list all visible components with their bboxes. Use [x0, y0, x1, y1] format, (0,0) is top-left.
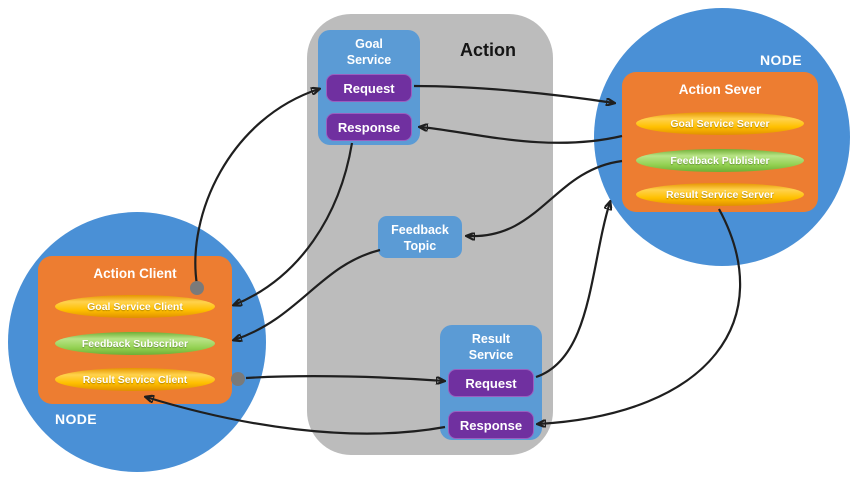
result-service-server-label: Result Service Server — [666, 188, 774, 201]
server-node-label: NODE — [760, 52, 803, 68]
result-request-box: Request — [448, 369, 534, 397]
goal-service-server-label: Goal Service Server — [670, 117, 770, 130]
result-service-title: Result Service — [468, 332, 514, 363]
action-server-box: Action Sever Goal Service Server Feedbac… — [622, 72, 818, 212]
feedback-subscriber-label: Feedback Subscriber — [81, 337, 189, 350]
client-node-label: NODE — [55, 411, 98, 427]
goal-service-client-pill: Goal Service Client — [55, 295, 215, 318]
action-server-title: Action Sever — [678, 82, 762, 97]
action-client-box: Action Client Goal Service Client Feedba… — [38, 256, 232, 404]
action-client-title: Action Client — [93, 266, 177, 281]
result-service-client-label: Result Service Client — [82, 373, 188, 386]
goal-service-server-pill: Goal Service Server — [636, 112, 804, 135]
feedback-subscriber-pill: Feedback Subscriber — [55, 332, 215, 355]
result-service-box: Result Service Request Response — [440, 325, 542, 440]
feedback-topic-title: Feedback Topic — [391, 223, 449, 254]
feedback-publisher-label: Feedback Publisher — [670, 154, 770, 167]
goal-response-box: Response — [326, 113, 412, 141]
feedback-publisher-pill: Feedback Publisher — [636, 149, 804, 172]
result-service-server-pill: Result Service Server — [636, 183, 804, 206]
goal-service-box: Goal Service Request Response — [318, 30, 420, 145]
result-response-box: Response — [448, 411, 534, 439]
goal-service-client-label: Goal Service Client — [87, 300, 183, 313]
goal-request-box: Request — [326, 74, 412, 102]
feedback-topic-box: Feedback Topic — [378, 216, 462, 258]
result-service-client-pill: Result Service Client — [55, 368, 215, 391]
goal-service-title: Goal Service — [346, 37, 392, 68]
action-container-title: Action — [460, 40, 516, 60]
